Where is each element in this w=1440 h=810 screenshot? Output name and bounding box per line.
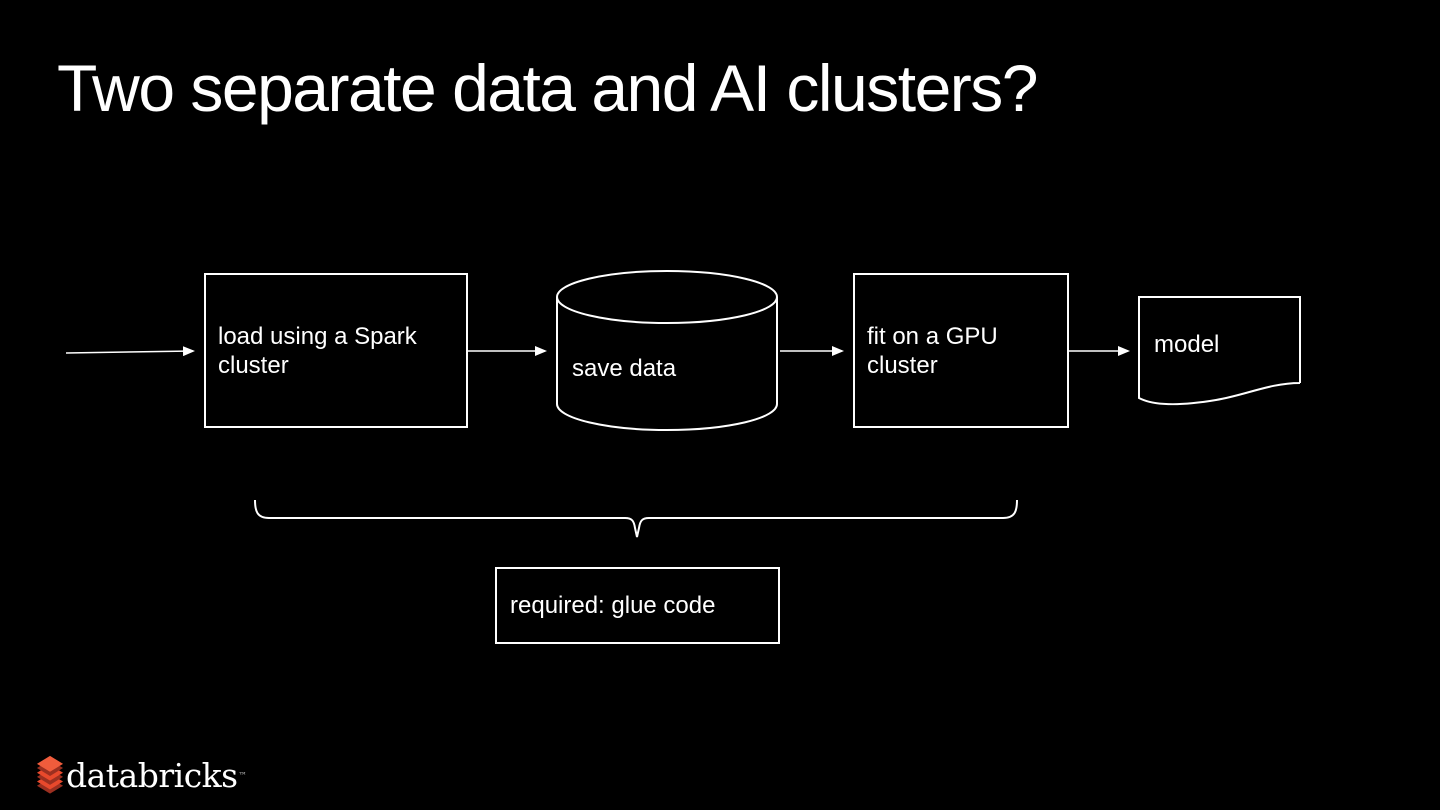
databricks-wordmark: databricks xyxy=(66,756,238,795)
flow-arrow-input xyxy=(65,346,195,357)
node-label: fit on a GPU cluster xyxy=(867,322,998,379)
trademark-mark: ™ xyxy=(238,771,247,780)
node-save-data xyxy=(556,270,778,431)
databricks-logo: databricks ™ xyxy=(36,755,247,796)
brace-shape xyxy=(254,499,1018,538)
node-gpu-cluster: fit on a GPU cluster xyxy=(853,273,1069,428)
glue-code-annotation: required: glue code xyxy=(495,567,780,644)
node-label-model: model xyxy=(1154,331,1220,358)
document-shape xyxy=(1138,296,1301,406)
node-spark-cluster: load using a Spark cluster xyxy=(204,273,468,428)
node-label-save-data: save data xyxy=(572,355,677,382)
databricks-stack-icon xyxy=(36,755,64,794)
node-label: load using a Spark cluster xyxy=(218,322,417,379)
node-model xyxy=(1138,296,1301,406)
cylinder-shape xyxy=(556,270,778,431)
page-title: Two separate data and AI clusters? xyxy=(57,51,1038,125)
annotation-label: required: glue code xyxy=(510,592,716,619)
